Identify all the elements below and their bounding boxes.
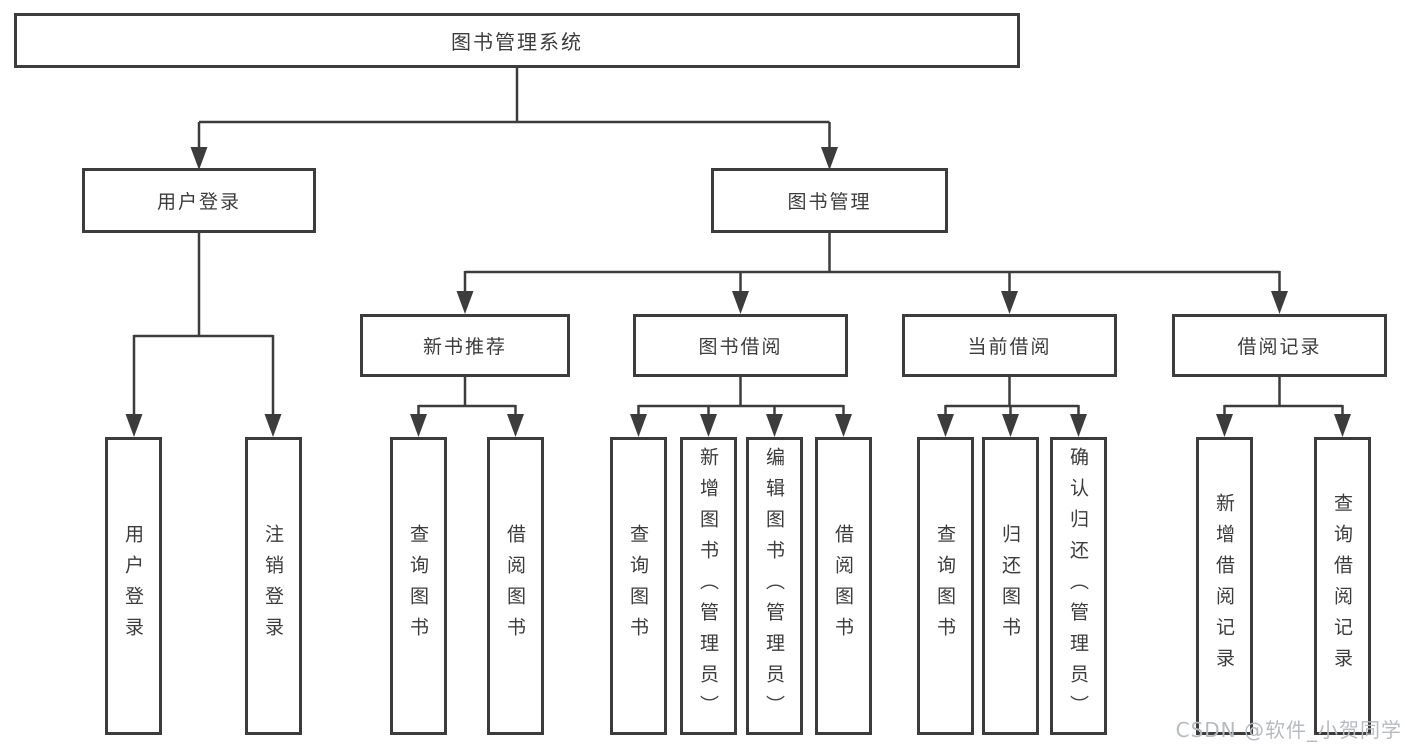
arrowhead (456, 291, 474, 314)
arrowhead (700, 414, 717, 437)
arrowhead (264, 414, 282, 437)
node-func-add-borrow-record: 新增借阅记录 (1196, 437, 1253, 735)
arrowhead (937, 414, 954, 437)
arrowhead (1271, 291, 1288, 314)
node-branch-user-login: 用户登录 (82, 168, 316, 233)
arrowhead (732, 291, 749, 314)
arrowhead (835, 414, 852, 437)
node-branch-book-management: 图书管理 (711, 168, 948, 233)
node-module-borrow-record: 借阅记录 (1172, 314, 1387, 377)
arrowhead (1001, 291, 1018, 314)
arrowhead (1216, 414, 1233, 437)
node-func-query-books-borrow: 查询图书 (610, 437, 667, 735)
node-func-borrow-books-recommend: 借阅图书 (487, 437, 544, 735)
node-func-query-books-current: 查询图书 (917, 437, 974, 735)
node-func-query-books-recommend: 查询图书 (390, 437, 447, 735)
node-func-confirm-return-admin: 确认归还（管理员） (1050, 437, 1107, 735)
arrowhead (507, 414, 524, 437)
node-func-return-books: 归还图书 (982, 437, 1039, 735)
node-root-system: 图书管理系统 (14, 13, 1020, 68)
node-module-new-book-recommend: 新书推荐 (360, 314, 570, 377)
arrowhead (1070, 414, 1087, 437)
arrowhead (190, 147, 208, 170)
arrowhead (766, 414, 783, 437)
node-module-current-borrow: 当前借阅 (902, 314, 1117, 377)
arrowhead (125, 414, 143, 437)
arrowhead (1334, 414, 1351, 437)
node-func-user-login: 用户登录 (105, 437, 162, 735)
node-func-add-books-admin: 新增图书（管理员） (680, 437, 737, 735)
node-func-query-borrow-record: 查询借阅记录 (1314, 437, 1371, 735)
node-func-borrow-books: 借阅图书 (815, 437, 872, 735)
node-func-logout: 注销登录 (245, 437, 302, 735)
node-func-edit-books-admin: 编辑图书（管理员） (746, 437, 803, 735)
arrowhead (1002, 414, 1019, 437)
node-module-book-borrow: 图书借阅 (633, 314, 848, 377)
csdn-watermark: CSDN @软件_小贺同学 (1175, 718, 1402, 742)
arrowhead (630, 414, 647, 437)
arrowhead (410, 414, 427, 437)
arrowhead (821, 147, 838, 170)
